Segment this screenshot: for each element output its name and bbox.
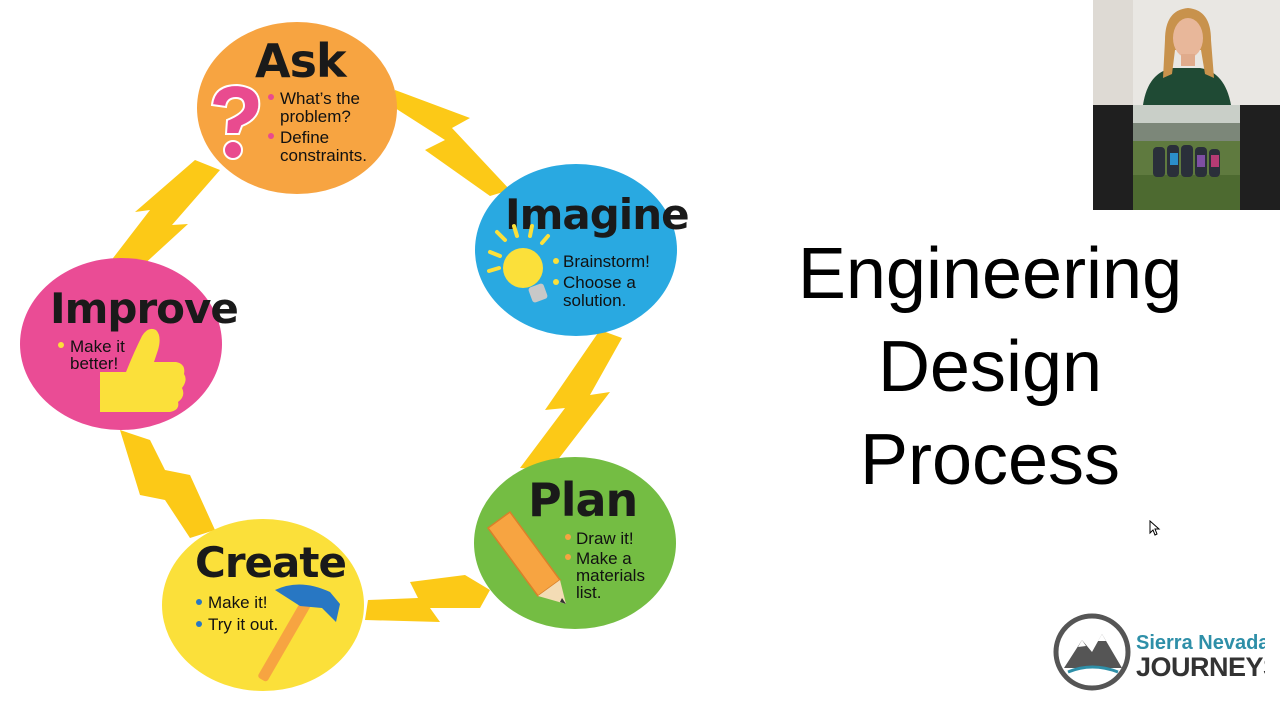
- slide-title-line-1: Engineering: [797, 234, 1183, 314]
- bolt-imagine-to-plan: [520, 330, 622, 470]
- stage-ask: Ask What’s the problem? Define constrain…: [197, 22, 397, 194]
- imagine-text-3: solution.: [563, 291, 626, 310]
- logo-text-line-2: JOURNEYS: [1136, 652, 1265, 682]
- plan-text-4: list.: [576, 583, 602, 602]
- lightbulb-icon: [487, 224, 550, 303]
- stage-create: Create Make it! Try it out.: [162, 519, 364, 691]
- stage-improve: Improve Make it better!: [20, 258, 239, 430]
- create-text-2: Try it out.: [208, 615, 278, 634]
- improve-text-1: Make it: [70, 337, 125, 356]
- ask-bullet-2: [268, 133, 274, 139]
- ask-text-3: Define: [280, 128, 329, 147]
- question-mark-icon: [210, 83, 261, 160]
- stage-plan: Plan Draw it! Make a materials list.: [474, 457, 676, 629]
- create-bullet-1: [196, 599, 202, 605]
- bolt-create-to-improve: [120, 430, 215, 538]
- create-bubble: [162, 519, 364, 691]
- presenter-webcam: [1093, 0, 1280, 210]
- imagine-title: Imagine: [505, 190, 689, 239]
- plan-text-2: Make a: [576, 549, 632, 568]
- logo-text-line-1: Sierra Nevada: [1136, 632, 1265, 654]
- plan-text-3: materials: [576, 566, 645, 585]
- improve-text-2: better!: [70, 354, 118, 373]
- imagine-bubble: [475, 164, 677, 336]
- sierra-nevada-journeys-logo: Sierra Nevada JOURNEYS: [1053, 613, 1265, 691]
- bolt-improve-to-ask: [110, 160, 220, 268]
- imagine-bullet-2: [553, 279, 559, 285]
- plan-bullet-1: [565, 534, 571, 540]
- plan-bullet-2: [565, 554, 571, 560]
- design-cycle-diagram: Ask What’s the problem? Define constrain…: [20, 22, 690, 691]
- ask-text-2: problem?: [280, 107, 351, 126]
- imagine-text-2: Choose a: [563, 273, 636, 292]
- ask-bullet-1: [268, 94, 274, 100]
- ask-text-4: constraints.: [280, 146, 367, 165]
- slide-title-line-3: Process: [859, 420, 1121, 500]
- slide-title-line-2: Design: [877, 327, 1103, 407]
- presenter-video: [1093, 0, 1280, 105]
- plan-title: Plan: [528, 473, 637, 527]
- plan-text-1: Draw it!: [576, 529, 634, 548]
- ask-bubble: [197, 22, 397, 194]
- improve-title: Improve: [50, 284, 238, 333]
- logo-mountain-icon: [1053, 613, 1131, 691]
- create-bullet-2: [196, 621, 202, 627]
- create-title: Create: [195, 538, 346, 587]
- thumbs-up-icon: [100, 328, 186, 412]
- bolt-plan-to-create: [365, 575, 490, 622]
- imagine-bullet-1: [553, 258, 559, 264]
- stage-imagine: Imagine Brainstorm! Choose a solution.: [475, 164, 690, 336]
- bolt-ask-to-imagine: [395, 90, 510, 196]
- improve-bullet-1: [58, 342, 64, 348]
- shared-photo-hikers: [1133, 105, 1240, 210]
- create-text-1: Make it!: [208, 593, 268, 612]
- hammer-icon: [258, 584, 340, 682]
- pencil-icon: [486, 510, 566, 604]
- imagine-text-1: Brainstorm!: [563, 252, 650, 271]
- plan-bubble: [474, 457, 676, 629]
- mouse-cursor-icon: [1149, 520, 1161, 536]
- ask-text-1: What’s the: [280, 89, 360, 108]
- slide-title: Engineering Design Process: [740, 228, 1240, 507]
- ask-title: Ask: [255, 34, 348, 88]
